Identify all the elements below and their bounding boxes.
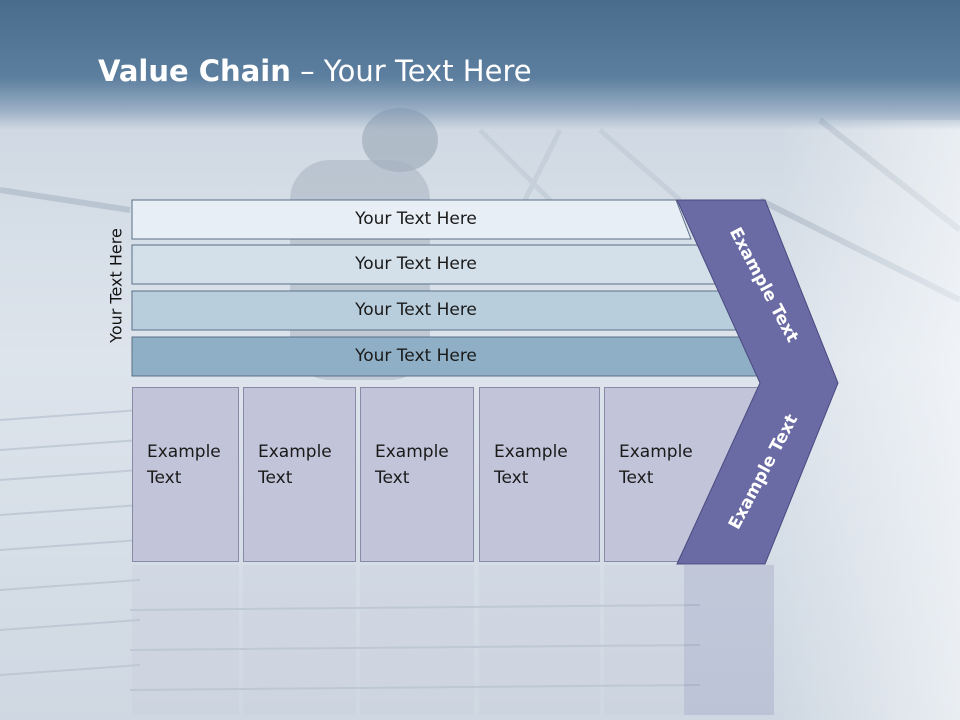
side-label-text: Your Text Here bbox=[106, 228, 126, 343]
slide-title: Value Chain – Your Text Here bbox=[98, 54, 532, 88]
reflection-inner bbox=[132, 565, 852, 715]
title-rest: – Your Text Here bbox=[290, 54, 532, 88]
row-4-label: Your Text Here bbox=[355, 346, 477, 366]
column-1-shape bbox=[132, 387, 239, 562]
row-2-label: Your Text Here bbox=[355, 254, 477, 274]
title-bold: Value Chain bbox=[98, 54, 291, 88]
row-3-label: Your Text Here bbox=[355, 300, 477, 320]
column-2-shape bbox=[243, 387, 356, 562]
column-4-shape bbox=[479, 387, 600, 562]
row-1-label: Your Text Here bbox=[355, 209, 477, 229]
title-bar bbox=[0, 0, 960, 130]
column-3-shape bbox=[360, 387, 474, 562]
reflection bbox=[132, 565, 852, 715]
